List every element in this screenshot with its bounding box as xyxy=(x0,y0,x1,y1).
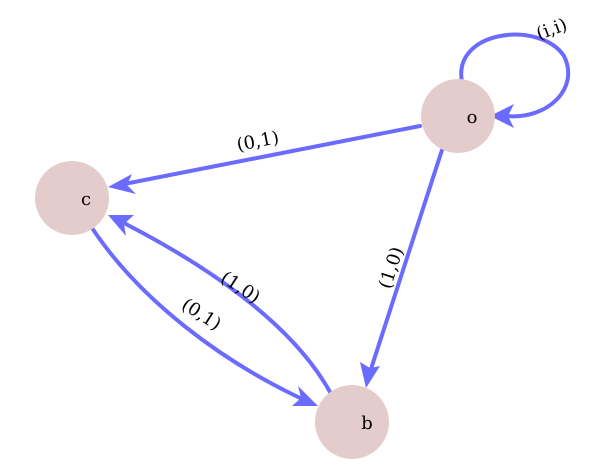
edge-c-b-arrowhead xyxy=(292,386,318,406)
node-c-label: c xyxy=(81,189,91,210)
edge-o-o-label: (i,i) xyxy=(534,14,571,44)
edge-b-c xyxy=(120,220,332,394)
edge-o-b-arrowhead xyxy=(360,362,380,388)
edge-o-o xyxy=(459,32,571,119)
edge-c-b xyxy=(90,226,302,400)
edge-o-c-label: (0,1) xyxy=(235,127,281,156)
node-b-label: b xyxy=(361,413,373,434)
edge-o-c xyxy=(122,124,422,186)
edge-b-c-arrowhead xyxy=(108,215,134,236)
node-o xyxy=(421,79,495,153)
edge-o-b xyxy=(368,148,444,374)
edge-o-c-arrowhead xyxy=(108,174,136,194)
edge-o-o-arrowhead xyxy=(490,104,514,128)
edge-b-c-label: (1,0) xyxy=(217,267,264,308)
node-o-label: o xyxy=(467,107,478,128)
node-b xyxy=(315,385,389,459)
node-c xyxy=(35,161,109,235)
